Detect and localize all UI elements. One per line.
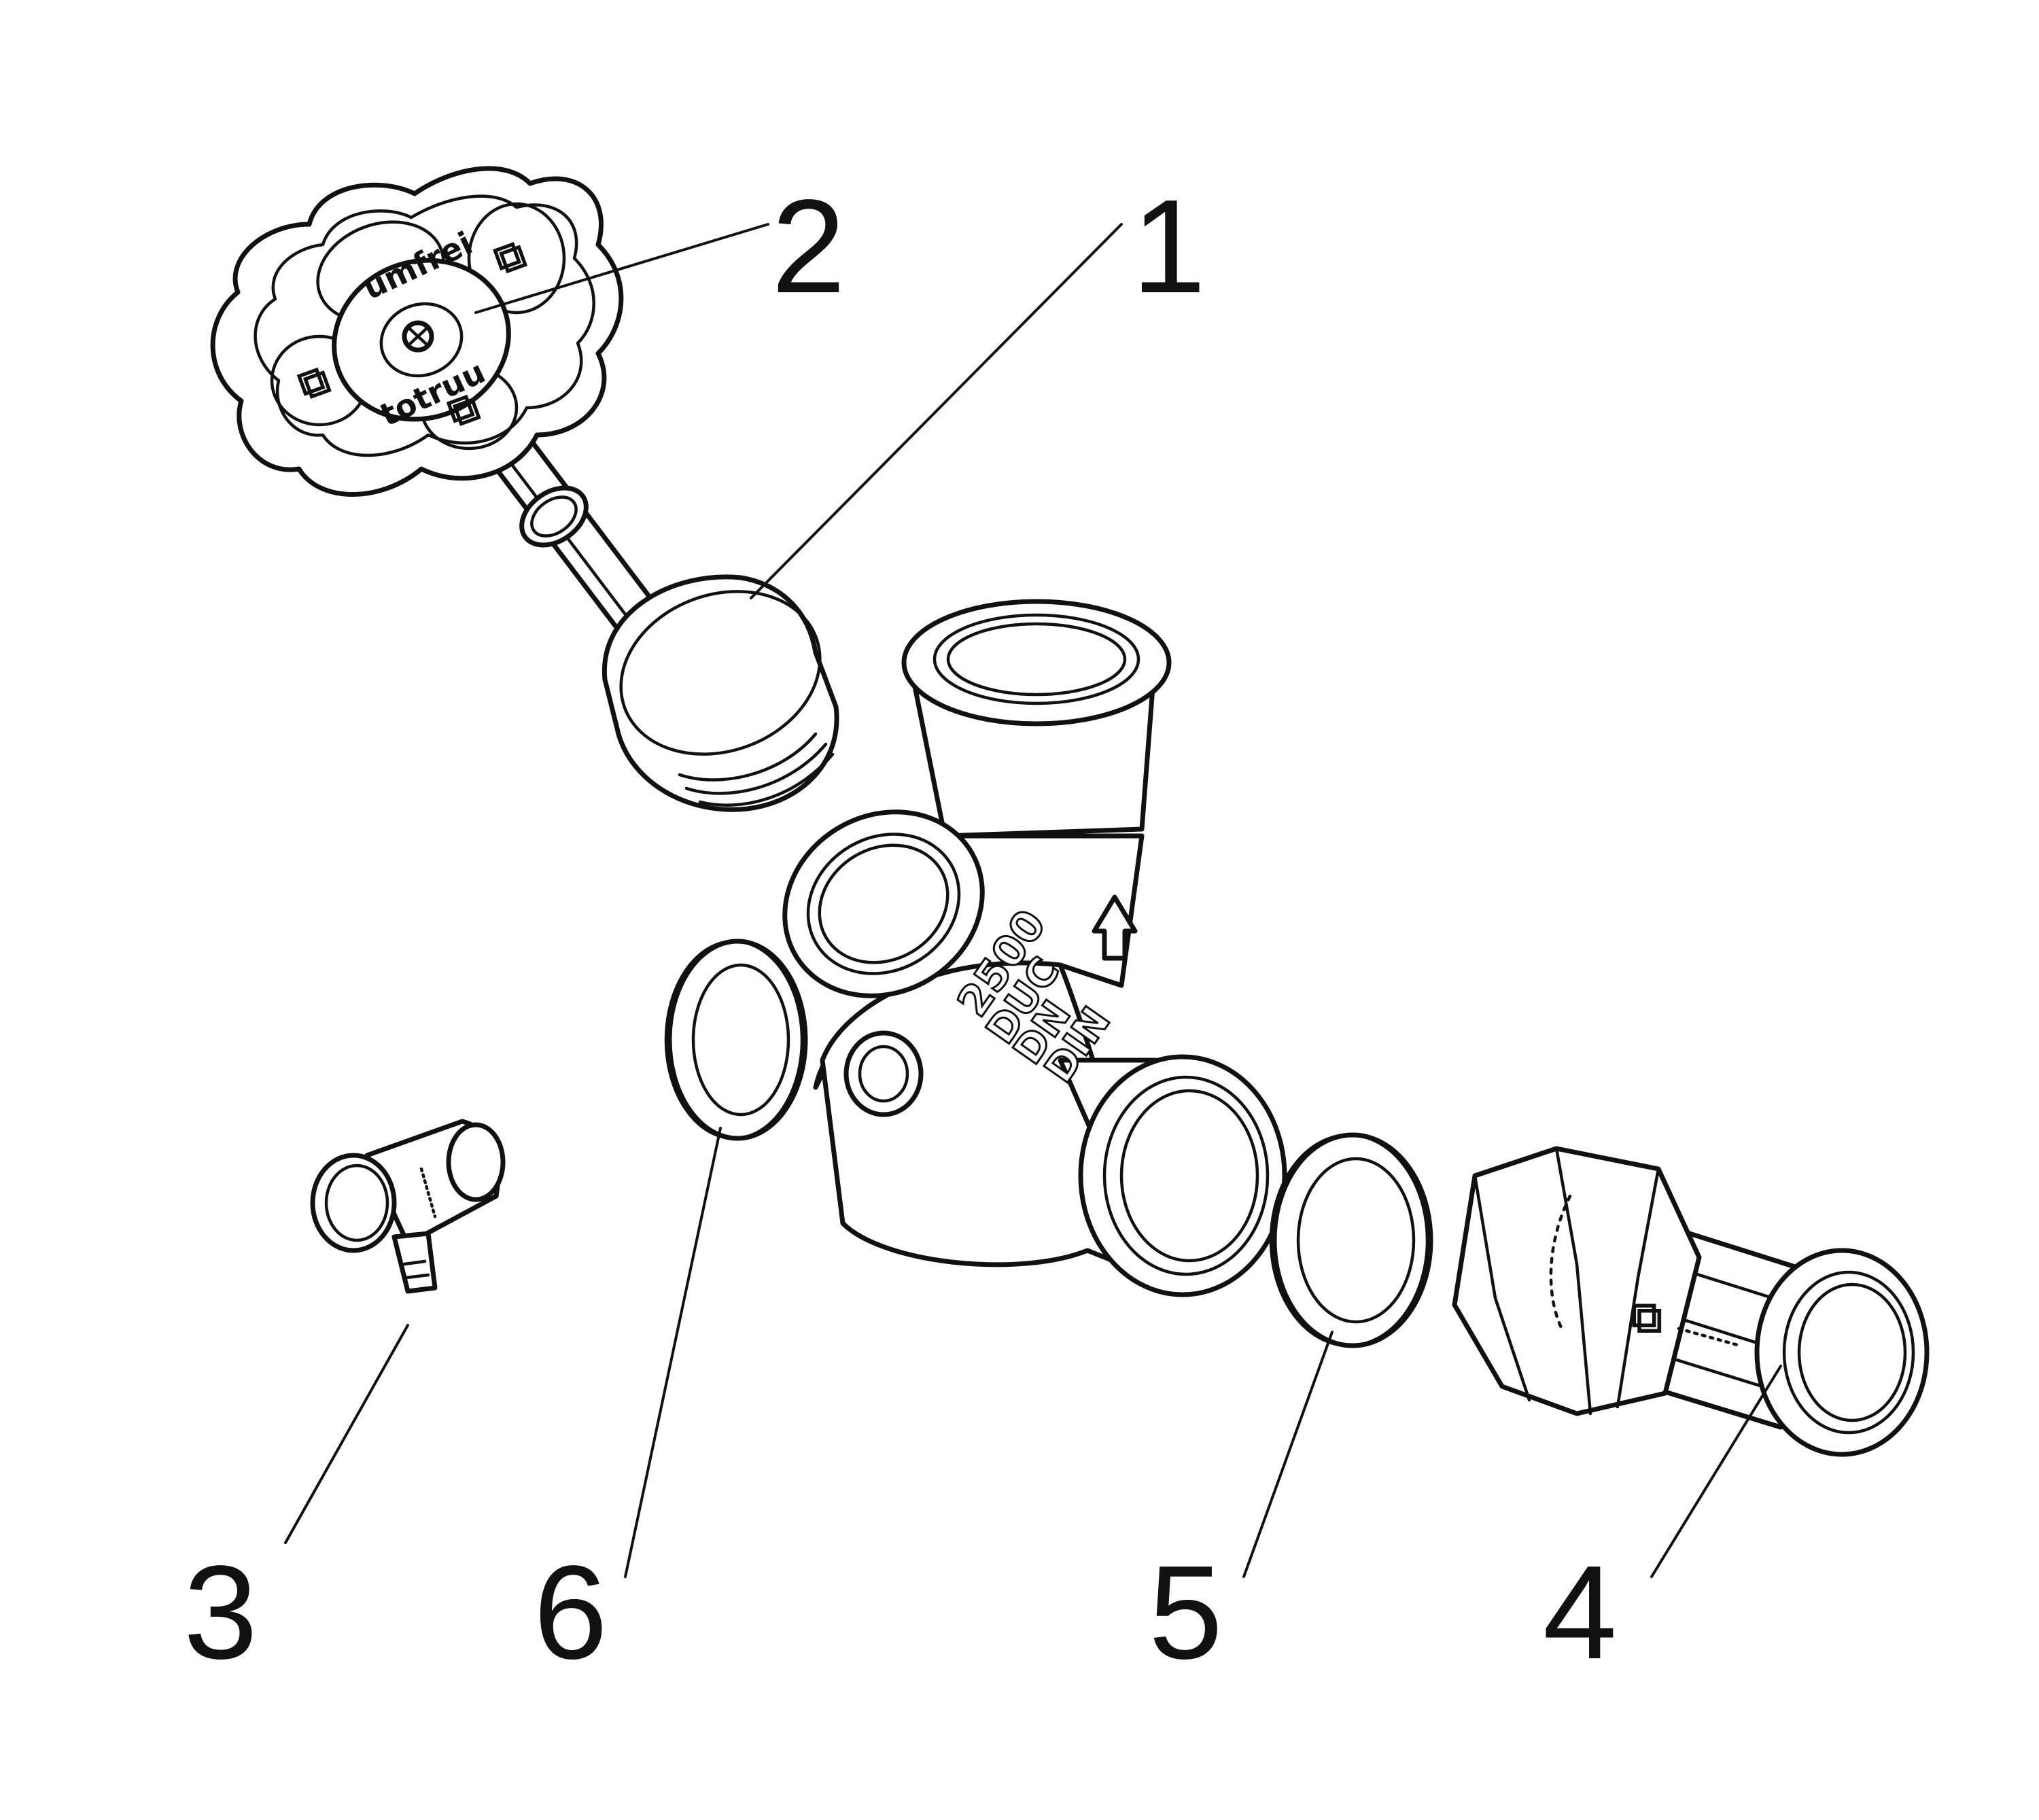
union-logo: ⧉: [1631, 1293, 1662, 1343]
leader-6: [624, 1127, 722, 1578]
valve-body: 2500 DUC DN DIN: [782, 599, 1287, 1297]
right-outlet: [1078, 1054, 1287, 1297]
callout-1: 1: [1132, 172, 1206, 321]
callout-4: 4: [1543, 1538, 1617, 1687]
gasket-left: [664, 939, 808, 1141]
gasket-right: [1269, 1132, 1433, 1348]
union-nut: [1452, 1146, 1702, 1416]
callout-6: 6: [534, 1538, 608, 1687]
bonnet: [602, 574, 839, 812]
callout-3: 3: [184, 1538, 258, 1687]
drain-valve: [310, 1119, 506, 1294]
handwheel-assembly: umfrei totruu ⧉ ⧉ ⧉: [210, 166, 757, 723]
leader-4: [1650, 1365, 1782, 1578]
callout-2: 2: [771, 172, 846, 321]
flow-arrow: [1092, 894, 1138, 961]
top-outlet: [901, 599, 1172, 727]
leader-2: [474, 223, 769, 314]
leader-3: [284, 1324, 409, 1544]
union-assembly: ⧉: [1452, 1146, 1930, 1457]
union-end: [1754, 1248, 1930, 1457]
leader-1: [750, 223, 1123, 599]
leader-5: [1242, 1331, 1334, 1578]
callout-5: 5: [1149, 1538, 1223, 1687]
